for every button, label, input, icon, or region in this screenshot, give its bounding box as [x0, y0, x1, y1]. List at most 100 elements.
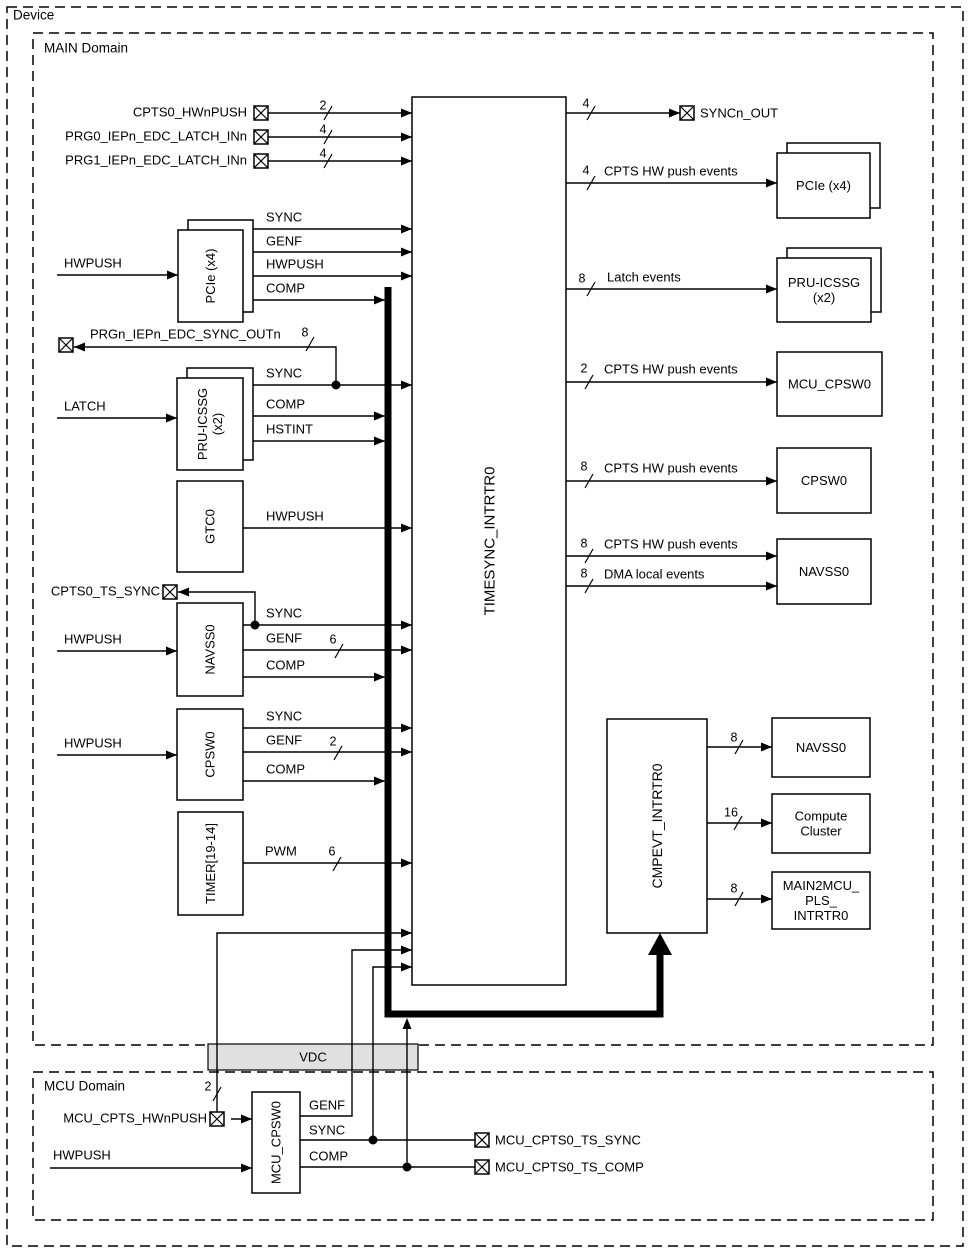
to-pcie-label: CPTS HW push events: [604, 164, 738, 179]
navss0-comp-label: COMP: [266, 658, 305, 673]
cmpevt-intrtr0-label-group: CMPEVT_INTRTR0: [649, 763, 665, 888]
pcie-genf-label: GENF: [266, 234, 302, 249]
mcu-hwpush-label: HWPUSH: [53, 1148, 111, 1163]
w-mcu-hwnpush-slash: [212, 1086, 222, 1102]
navss0-right-box: [776, 538, 872, 605]
w-latch-events-count: 8: [579, 271, 586, 285]
w-latch-events-slash: [586, 281, 596, 297]
pru-comp-wire-arrowhead: [374, 411, 385, 421]
compute-cluster-box: [771, 793, 871, 854]
pcie-left-label-group: PCIe (x4): [203, 249, 218, 304]
pru-icssg-left-box: [176, 377, 244, 471]
to-cpsw0-right-wire-arrowhead: [766, 476, 777, 486]
w-to-cpsw0-count: 8: [581, 459, 588, 473]
mcu-domain-border: [32, 1071, 934, 1221]
cpts0-hwnpush-label: CPTS0_HWnPUSH: [133, 105, 247, 120]
cpsw0-right-label: CPSW0: [801, 473, 847, 488]
device-label: Device: [13, 8, 54, 23]
to-mcu-cpsw0-label: CPTS HW push events: [604, 362, 738, 377]
pcie-sync-label: SYNC: [266, 210, 302, 225]
timer-19-14-label: TIMER[19-14]: [203, 823, 218, 904]
w-cmpevt-main2mcu-count: 8: [731, 881, 738, 895]
cpsw0-genf-wire-arrowhead: [401, 747, 412, 757]
w-cmpevt-navss0-count: 8: [731, 730, 738, 744]
pcie-left-box: [177, 229, 244, 323]
w-to-mcu-cpsw0-count: 2: [581, 361, 588, 375]
mcu-genf-label: GENF: [309, 1098, 345, 1113]
cpts0-ts-sync-wire-arrowhead: [178, 587, 189, 597]
navss0-sync-junction: [250, 620, 260, 630]
pru-icssg-left-label: PRU-ICSSG: [195, 388, 210, 460]
w-cpsw0-genf-count: 2: [330, 734, 337, 748]
pru-sync-label: SYNC: [266, 366, 302, 381]
timer-19-14-label-group: TIMER[19-14]: [203, 823, 218, 904]
w-navss0-genf-slash: [334, 643, 344, 659]
prg1-latch-in-wire-arrowhead: [401, 156, 412, 166]
prgn-sync-out-wire-arrowhead: [74, 342, 85, 352]
cmpevt-intrtr0-box: [606, 718, 708, 934]
to-navss0-push-wire-arrowhead: [766, 551, 777, 561]
cpsw0-left-box: [176, 708, 244, 801]
w-cmpevt-navss0-slash: [734, 739, 744, 755]
w-cpsw0-genf-slash: [333, 745, 343, 761]
mcu-sync-up-wire-arrowhead: [401, 962, 412, 972]
pru-comp-label: COMP: [266, 397, 305, 412]
w-mcu-hwnpush-count: 2: [205, 1079, 212, 1093]
timer-pwm-label: PWM: [265, 844, 297, 859]
pru-icssg-left-label: (x2): [210, 413, 225, 435]
mcu-sync-junction: [368, 1135, 378, 1145]
pru-icssg-right-label: PRU-ICSSG: [788, 275, 860, 290]
prgn-sync-out-pad-x2: [58, 337, 74, 353]
w-cpts0-hwnpush-slash: [323, 105, 333, 121]
comp-event-bus-arrowhead: [648, 933, 672, 955]
w-prg0-count: 4: [320, 122, 327, 136]
cpsw0-comp-wire-arrowhead: [374, 776, 385, 786]
pru-sync-wire-arrowhead: [401, 380, 412, 390]
pru-hstint-wire-arrowhead: [374, 436, 385, 446]
pru-icssg-right-label-group: PRU-ICSSG(x2): [788, 275, 860, 305]
mcu-cpts-hwnpush-pad-x2: [209, 1111, 225, 1127]
mcu-hwnpush-up-wire-arrowhead: [401, 928, 412, 938]
prgn-sync-out-wire: [74, 346, 337, 385]
prg0-latch-in-wire-arrowhead: [401, 132, 412, 142]
w-to-pcie-slash: [586, 175, 596, 191]
pru-icssg-left-label-group: PRU-ICSSG(x2): [195, 388, 225, 460]
to-pcie-right-wire-arrowhead: [766, 178, 777, 188]
navss0-sync-wire-arrowhead: [401, 620, 412, 630]
gtc0-label: GTC0: [203, 509, 218, 544]
navss0-left-label-group: NAVSS0: [203, 624, 218, 674]
mcu-cpsw0-bottom-label: MCU_CPSW0: [269, 1101, 284, 1184]
main-domain-label: MAIN Domain: [44, 41, 128, 56]
mcu-sync-up-wire: [372, 966, 412, 1140]
w-navss0-dma-count: 8: [581, 566, 588, 580]
hwpush-cpsw0-wire-arrowhead: [166, 750, 177, 760]
cpsw0-genf-label: GENF: [266, 733, 302, 748]
pcie-hwpush-wire-arrowhead: [401, 271, 412, 281]
main2mcu-pls-intrtr0-label: INTRTR0: [794, 908, 849, 923]
syncn-out-wire-arrowhead: [669, 108, 680, 118]
hwpush-pcie-wire-arrowhead: [167, 270, 178, 280]
hwpush-pcie-label: HWPUSH: [64, 256, 122, 271]
pcie-genf-wire-arrowhead: [401, 247, 412, 257]
mcu-cpsw0-right-label-group: MCU_CPSW0: [788, 377, 871, 392]
mcu-cpsw0-right-box: [776, 351, 883, 417]
pcie-hwpush-label: HWPUSH: [266, 257, 324, 272]
to-cpsw0-label: CPTS HW push events: [604, 461, 738, 476]
prg0-latch-in-label: PRG0_IEPn_EDC_LATCH_INn: [65, 129, 247, 144]
pcie-left-label: PCIe (x4): [203, 249, 218, 304]
gtc0-box: [176, 480, 244, 573]
navss0-right-label: NAVSS0: [799, 564, 849, 579]
w-to-mcu-cpsw0-slash: [584, 374, 594, 390]
main-domain-border: [32, 32, 934, 1046]
to-navss0-push-label: CPTS HW push events: [604, 537, 738, 552]
latch-events-label: Latch events: [607, 270, 681, 285]
mcu-cpts-hwnpush-label: MCU_CPTS_HWnPUSH: [63, 1111, 207, 1126]
mcu-cpsw0-bottom-box: [251, 1091, 301, 1194]
mcu-hwnpush-up-wire: [216, 932, 412, 1112]
mcu-cpts0-ts-comp-label: MCU_CPTS0_TS_COMP: [495, 1160, 644, 1175]
pcie-right-box: [776, 152, 871, 219]
compute-cluster-label: Compute: [795, 809, 848, 824]
gtc0-hwpush-label: HWPUSH: [266, 509, 324, 524]
navss0-right2-box: [771, 717, 871, 778]
